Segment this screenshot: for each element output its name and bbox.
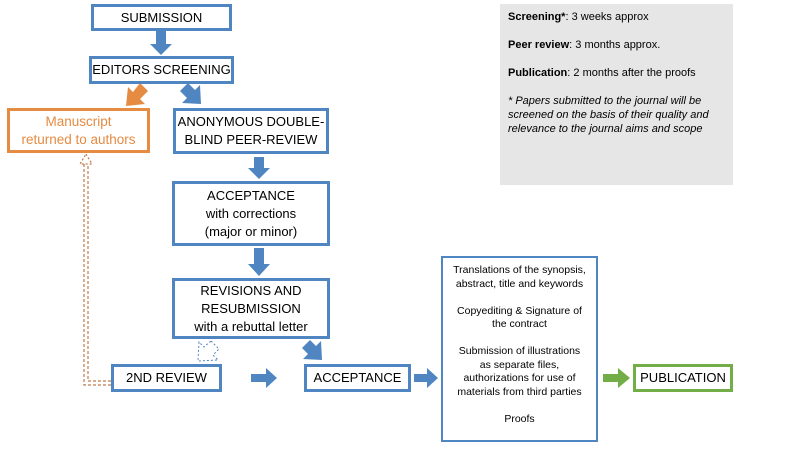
- info-screening-note: * Papers submitted to the journal will b…: [508, 95, 709, 135]
- editors-screening-box: EDITORS SCREENING: [89, 56, 234, 84]
- info-screening: Screening*: 3 weeks approx: [508, 10, 725, 24]
- illustrations-line-1: Submission of illustrations: [458, 345, 581, 357]
- second-review-box: 2ND REVIEW: [111, 364, 222, 392]
- manuscript-returned-line-1: Manuscript: [45, 113, 112, 129]
- translations-line-1: Translations of the synopsis,: [453, 264, 586, 276]
- acceptance-with-corrections-box: ACCEPTANCE with corrections (major or mi…: [172, 181, 330, 246]
- arrow-screening-to-peer-review: [180, 83, 201, 104]
- arrow-second-review-to-returned: [87, 164, 111, 382]
- final-step-copyediting: Copyediting & Signature of the contract: [457, 305, 582, 332]
- info-publication-value: : 2 months after the proofs: [567, 67, 696, 79]
- revisions-line-1: REVISIONS AND: [200, 282, 302, 298]
- illustrations-line-3: authorizations for use of: [463, 372, 576, 384]
- info-publication: Publication: 2 months after the proofs: [508, 66, 725, 80]
- arrow-second-review-to-returned-outer: [83, 164, 111, 386]
- info-peer-review-value: : 3 months approx.: [569, 39, 661, 51]
- info-peer-review: Peer review: 3 months approx.: [508, 38, 725, 52]
- acceptance-corrections-line-3: (major or minor): [204, 223, 298, 239]
- arrow-peer-review-to-acceptance-corrections: [248, 157, 270, 179]
- submission-box: SUBMISSION: [91, 4, 232, 31]
- publication-label: PUBLICATION: [640, 370, 726, 385]
- proofs-line: Proofs: [504, 412, 535, 425]
- arrow-acceptance-to-final-steps: [414, 368, 438, 388]
- arrow-final-steps-to-publication: [603, 368, 630, 388]
- arrow-screening-to-returned: [126, 83, 148, 106]
- illustrations-line-2: as separate files,: [479, 358, 560, 371]
- final-step-translations: Translations of the synopsis, abstract, …: [453, 264, 586, 291]
- second-review-label: 2ND REVIEW: [126, 370, 207, 385]
- revisions-line-3: with a rebuttal letter: [194, 318, 308, 334]
- copyediting-line-2: the contract: [492, 318, 547, 330]
- peer-review-line-2: BLIND PEER-REVIEW: [184, 132, 318, 147]
- final-steps-box: Translations of the synopsis, abstract, …: [441, 256, 598, 442]
- translations-line-2: abstract, title and keywords: [455, 277, 584, 290]
- arrow-submission-to-screening: [150, 31, 172, 55]
- info-screening-label: Screening*: [508, 11, 566, 23]
- arrow-second-review-to-acceptance: [251, 368, 277, 388]
- revisions-resubmission-box: REVISIONS AND RESUBMISSION with a rebutt…: [172, 278, 330, 339]
- editors-screening-label: EDITORS SCREENING: [92, 62, 231, 77]
- peer-review-line-1: ANONYMOUS DOUBLE-: [177, 114, 325, 129]
- manuscript-returned-line-2: returned to authors: [21, 131, 136, 147]
- submission-label: SUBMISSION: [120, 9, 203, 25]
- revisions-line-2: RESUBMISSION: [201, 300, 301, 316]
- info-peer-review-label: Peer review: [508, 39, 570, 51]
- acceptance-label: ACCEPTANCE: [313, 370, 402, 385]
- arrow-revisions-to-second-review: [197, 340, 220, 362]
- final-step-illustrations: Submission of illustrations as separate …: [457, 345, 581, 399]
- arrow-corrections-to-revisions: [248, 248, 270, 276]
- acceptance-corrections-line-2: with corrections: [205, 205, 297, 221]
- final-step-proofs: Proofs: [504, 413, 534, 427]
- info-publication-label: Publication: [508, 67, 568, 79]
- arrow-revisions-to-acceptance: [302, 340, 322, 360]
- copyediting-line-1: Copyediting & Signature of: [457, 304, 582, 317]
- info-screening-value: : 3 weeks approx: [565, 11, 649, 23]
- timeline-info-panel: Screening*: 3 weeks approx Peer review: …: [500, 4, 733, 185]
- publication-box: PUBLICATION: [633, 364, 733, 392]
- acceptance-corrections-line-1: ACCEPTANCE: [207, 187, 295, 203]
- peer-review-box: ANONYMOUS DOUBLE- BLIND PEER-REVIEW: [173, 108, 329, 154]
- illustrations-line-4: materials from third parties: [457, 385, 582, 398]
- arrow-second-review-to-returned-head: [78, 152, 94, 165]
- manuscript-returned-box: Manuscript returned to authors: [7, 108, 150, 153]
- acceptance-box: ACCEPTANCE: [304, 364, 411, 392]
